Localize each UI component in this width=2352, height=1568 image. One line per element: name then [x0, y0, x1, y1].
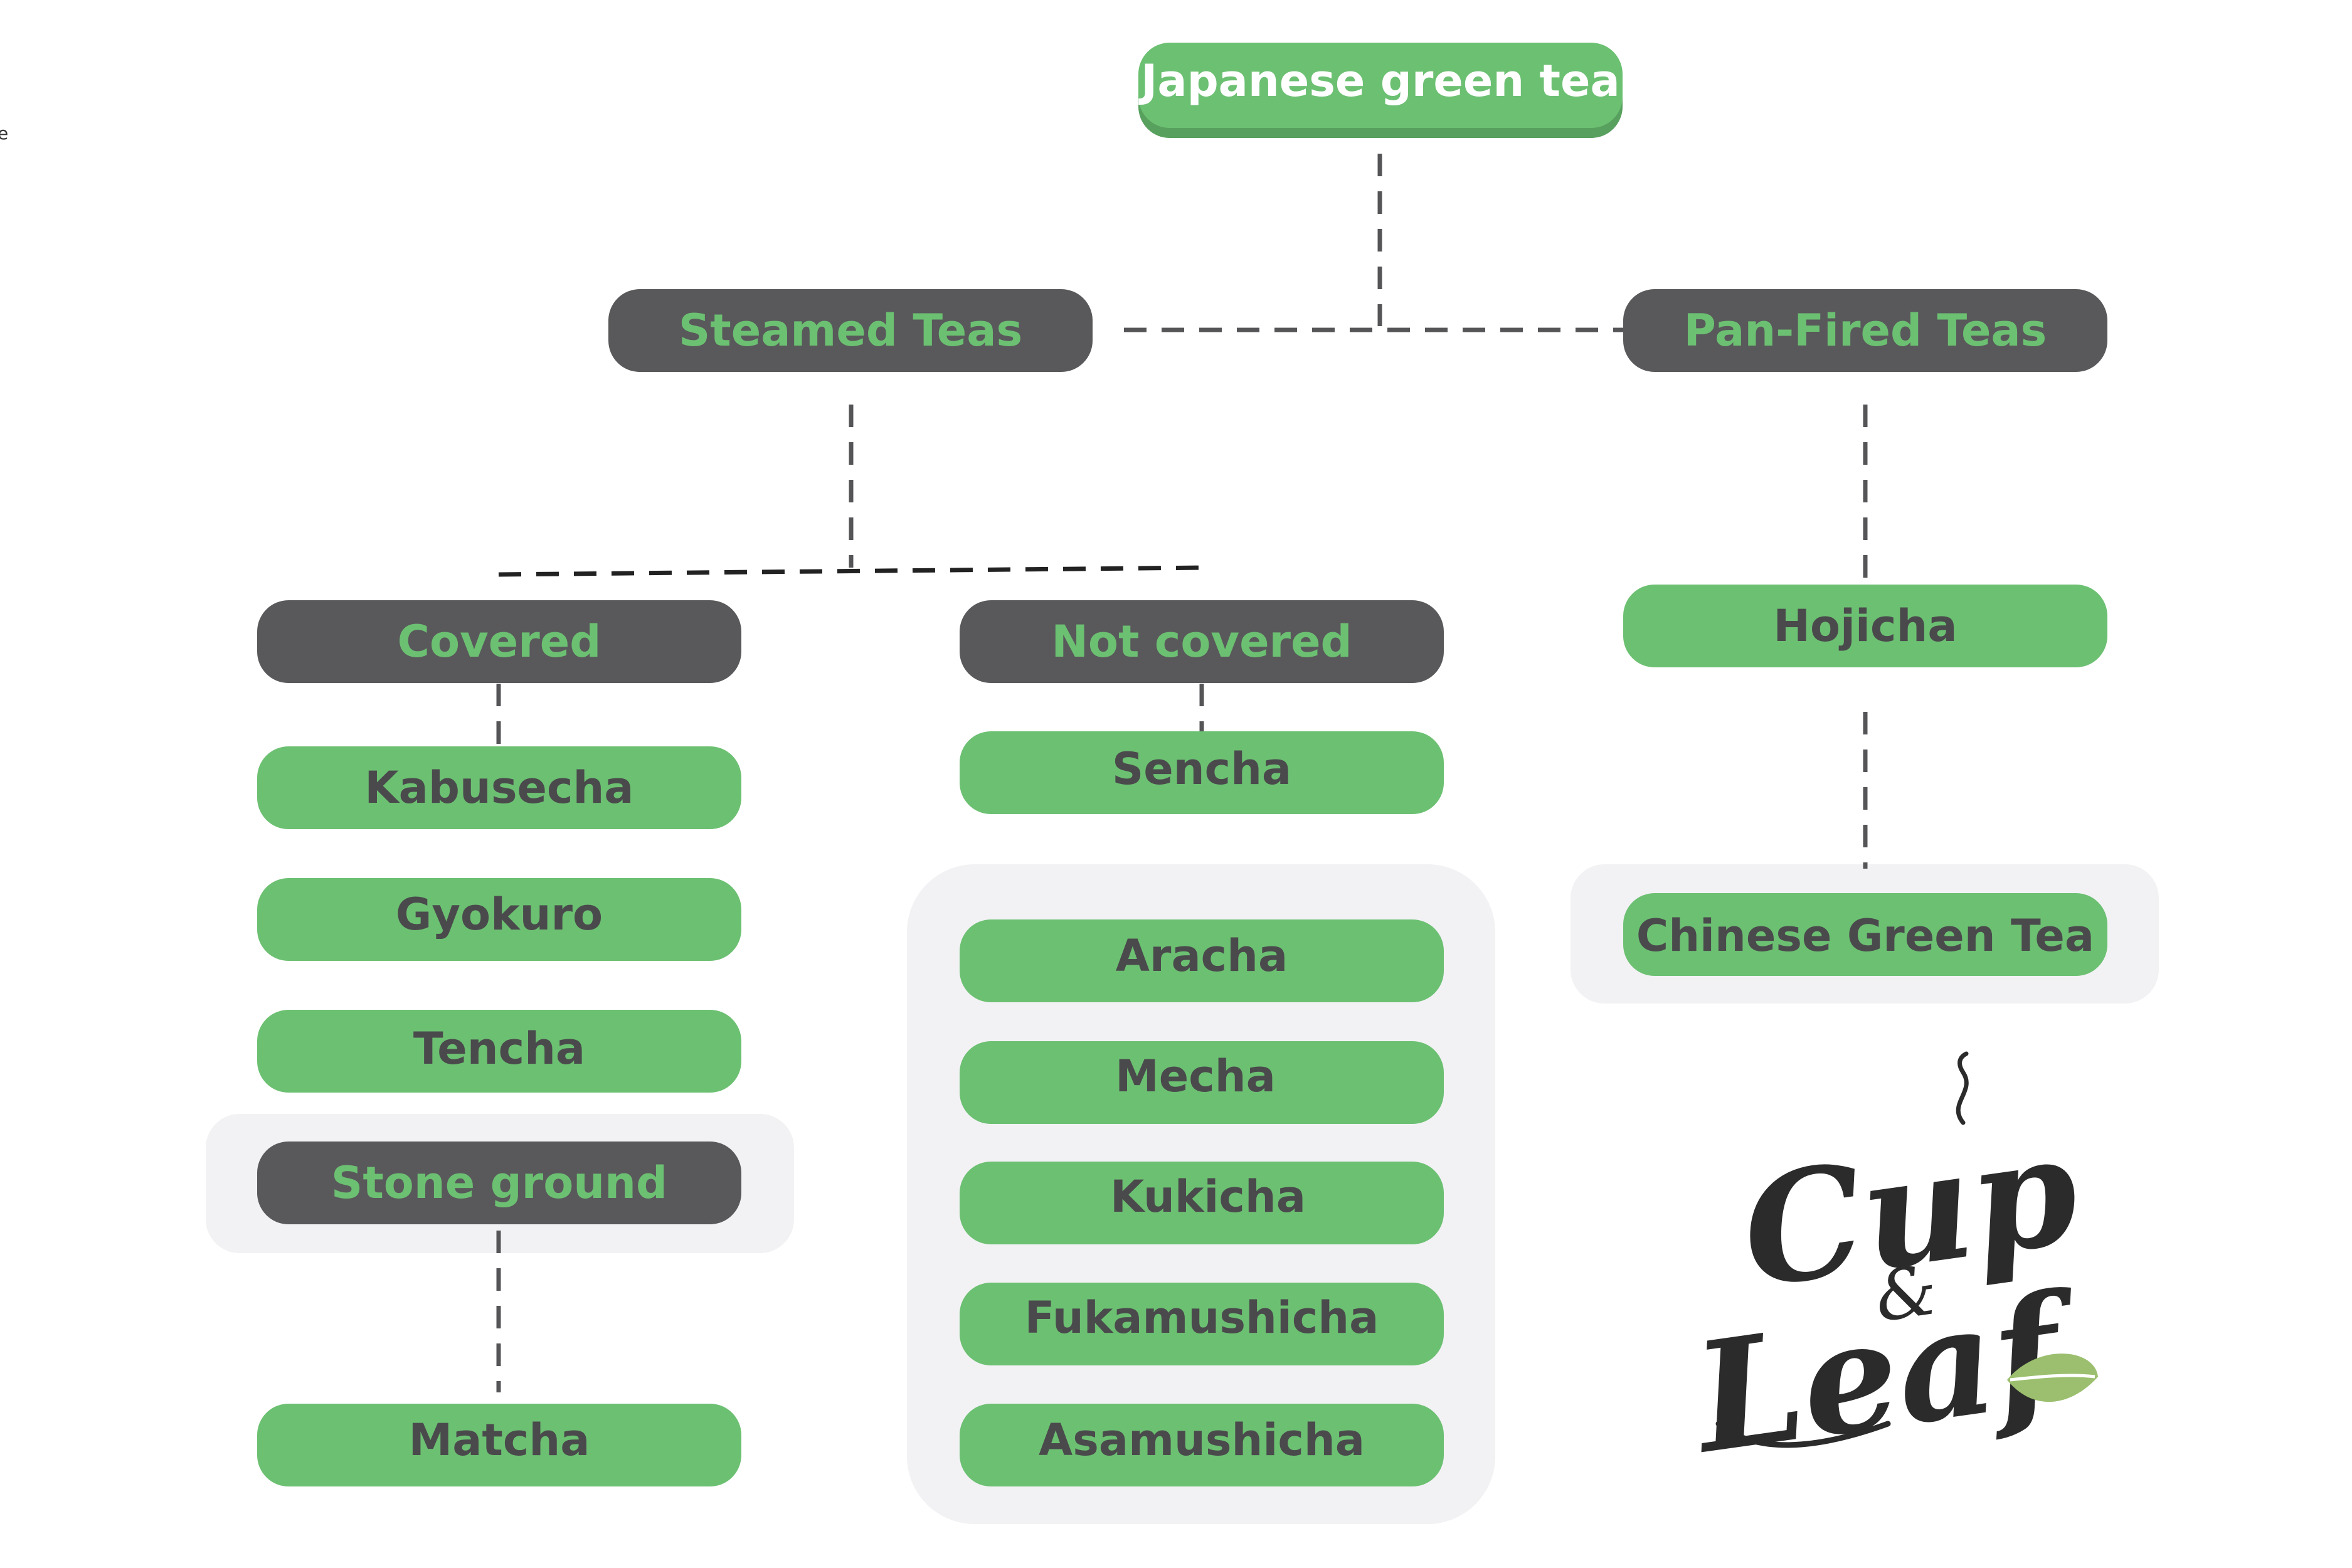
- edges: [496, 154, 1868, 1392]
- logo-swash: [1715, 1421, 1891, 1448]
- node-kabusecha: Kabusecha: [257, 746, 741, 829]
- node-hojicha: Hojicha: [1623, 585, 2107, 667]
- node-steamed-label: Steamed Teas: [679, 305, 1022, 356]
- steam-curl-icon: [1956, 1051, 1969, 1125]
- node-gyokuro: Gyokuro: [257, 878, 741, 961]
- node-notcovered-label: Not covered: [1051, 616, 1352, 667]
- node-covered-label: Covered: [398, 616, 601, 667]
- node-fukamushicha: Fukamushicha: [960, 1283, 1444, 1365]
- stray-text: e: [0, 123, 8, 144]
- node-matcha: Matcha: [257, 1404, 741, 1486]
- node-tencha: Tencha: [257, 1010, 741, 1093]
- node-aracha: Aracha: [960, 919, 1444, 1002]
- node-matcha-label: Matcha: [409, 1414, 590, 1466]
- node-steamed: Steamed Teas: [608, 289, 1093, 372]
- node-mecha: Mecha: [960, 1041, 1444, 1124]
- edge-covered-notcovered: [498, 565, 1205, 577]
- node-panfired-label: Pan-Fired Teas: [1684, 305, 2047, 356]
- node-aracha-label: Aracha: [1116, 930, 1288, 982]
- tea-leaf-icon: [2007, 1353, 2098, 1402]
- node-gyokuro-label: Gyokuro: [396, 889, 603, 940]
- node-fukamushicha-label: Fukamushicha: [1025, 1292, 1379, 1343]
- node-asamushicha: Asamushicha: [960, 1404, 1444, 1486]
- node-sencha-label: Sencha: [1112, 743, 1291, 795]
- node-asamushicha-label: Asamushicha: [1039, 1414, 1365, 1466]
- node-kukicha-label: Kukicha: [1110, 1171, 1306, 1222]
- node-kabusecha-label: Kabusecha: [364, 762, 633, 813]
- node-stoneground: Stone ground: [257, 1142, 741, 1224]
- node-chinese: Chinese Green Tea: [1623, 893, 2107, 976]
- node-kukicha: Kukicha: [960, 1162, 1444, 1244]
- node-sencha: Sencha: [960, 731, 1444, 814]
- node-panfired: Pan-Fired Teas: [1623, 289, 2107, 372]
- node-stoneground-label: Stone ground: [331, 1157, 667, 1209]
- node-notcovered: Not covered: [960, 600, 1444, 683]
- tea-leaf-vein: [2010, 1374, 2095, 1382]
- brand-logo: Cup & Leaf: [1682, 1051, 2098, 1488]
- node-hojicha-label: Hojicha: [1773, 600, 1957, 652]
- node-mecha-label: Mecha: [1115, 1051, 1276, 1102]
- node-tencha-label: Tencha: [413, 1023, 585, 1074]
- node-chinese-label: Chinese Green Tea: [1636, 910, 2094, 961]
- logo-ampersand: &: [1870, 1249, 1942, 1337]
- node-covered: Covered: [257, 600, 741, 683]
- node-root-label: Japanese green tea: [1138, 55, 1619, 107]
- node-root: Japanese green tea: [1138, 43, 1623, 138]
